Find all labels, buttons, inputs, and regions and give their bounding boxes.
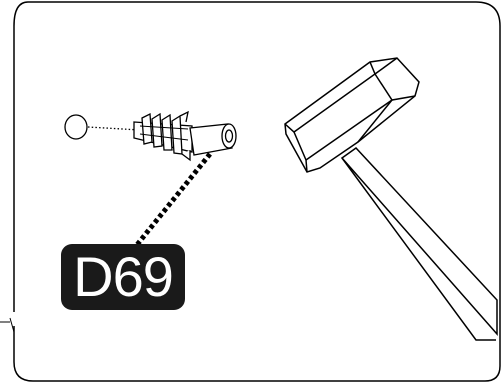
wall-plug-anchor-icon [133, 110, 237, 162]
part-label-badge: D69 [61, 244, 185, 310]
edge-mark [0, 317, 15, 333]
alignment-line [87, 126, 141, 131]
drill-hole-icon [64, 114, 88, 140]
part-label: D69 [73, 245, 174, 308]
leader-line [134, 152, 212, 248]
hammer-icon [284, 57, 498, 341]
panel-frame [13, 1, 501, 382]
